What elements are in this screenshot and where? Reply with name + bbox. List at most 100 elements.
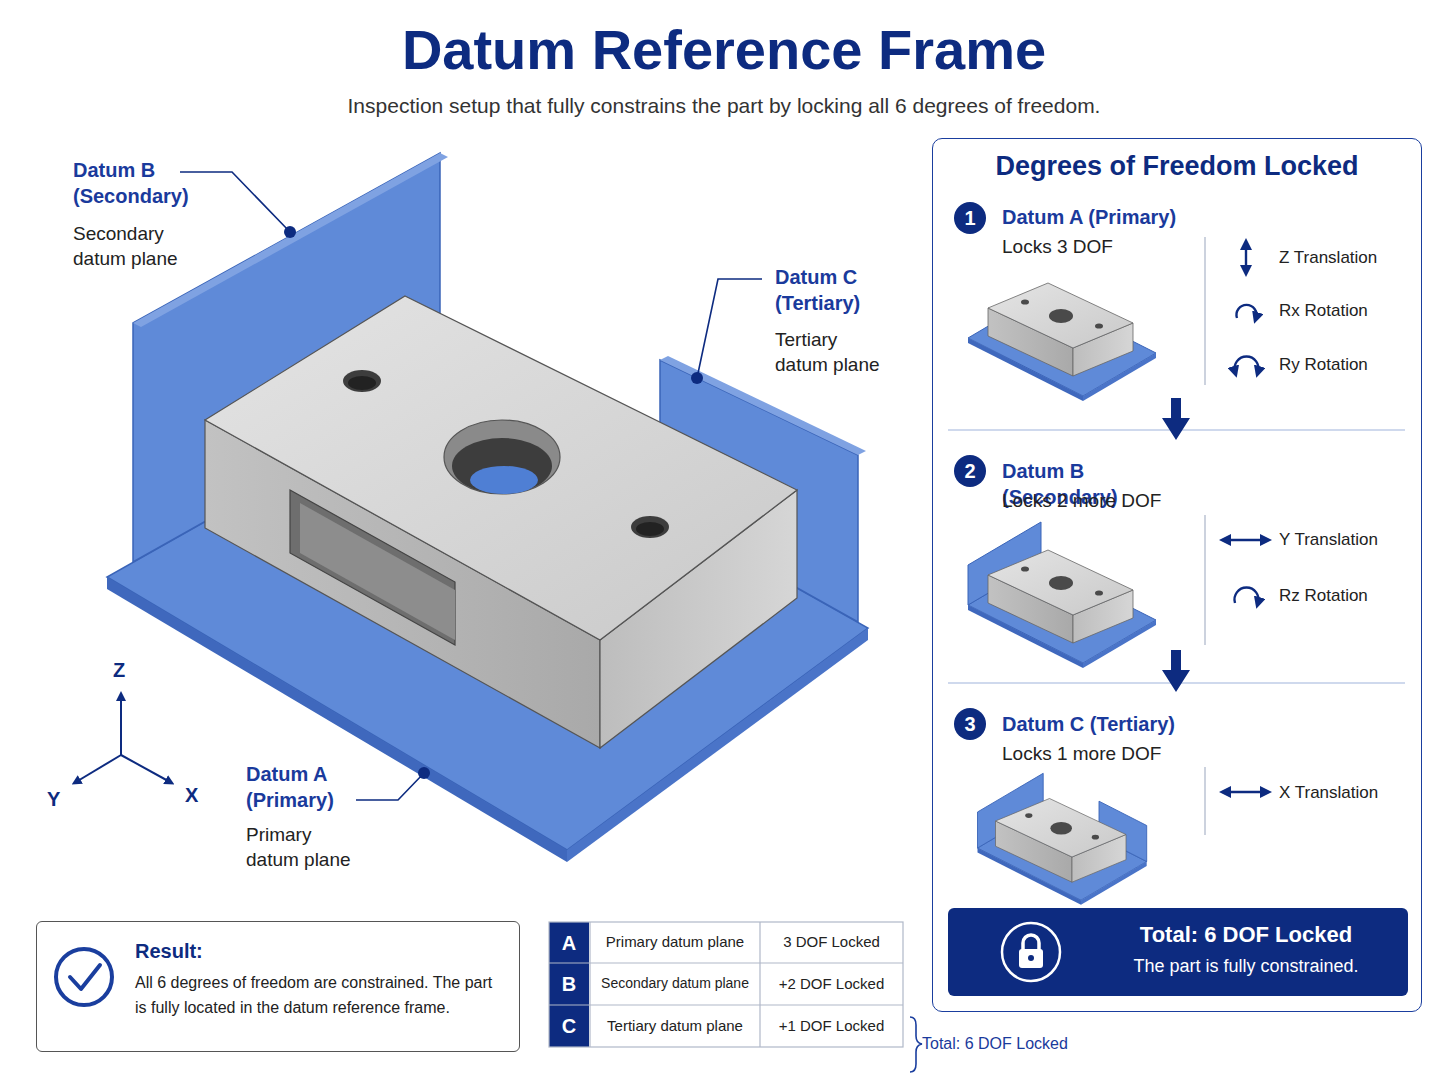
table-letter: C: [549, 1005, 589, 1047]
table-grid-part: [910, 1017, 922, 1072]
dof-label: X Translation: [1279, 782, 1414, 804]
step-number-text: 2: [964, 461, 975, 481]
lock-body: [1019, 949, 1043, 968]
axis-label: X: [185, 782, 205, 808]
part-block-part: [452, 438, 552, 494]
lock-shackle: [1023, 935, 1039, 950]
box-body: All 6 degrees of freedom are constrained…: [135, 971, 501, 1021]
step-arrows-part: [1162, 650, 1190, 692]
caption: Inspection setup that fully constrains t…: [0, 92, 1448, 119]
datum-label: Datum A (Primary): [246, 761, 361, 813]
table-grid-part: [549, 922, 903, 1047]
part-block-part: [348, 376, 376, 390]
table-grid-part: [549, 962, 903, 963]
box-body: The part is fully constrained.: [1098, 956, 1394, 977]
box-heading: Degrees of Freedom Locked: [933, 151, 1421, 182]
check-icon-part: [56, 949, 112, 1005]
lock-icon: [999, 920, 1063, 984]
dof-icons-part: [1225, 539, 1266, 541]
check-icon-part: [70, 965, 100, 989]
mini-illustrations-part-part: [988, 550, 1133, 643]
mini-illustrations-part-part: [996, 799, 1127, 883]
dof-label: Y Translation: [1279, 529, 1414, 551]
leader-lines: [180, 172, 762, 800]
step-arrows: [1162, 398, 1190, 692]
table-cell: +2 DOF Locked: [760, 963, 903, 1005]
part-block-part: [343, 370, 381, 392]
step-arrows-part: [1162, 398, 1190, 440]
datum-description: Secondary datum plane: [73, 222, 188, 271]
table-grid-part: [549, 1004, 903, 1005]
panel-separators-part: [1204, 515, 1205, 645]
part-block: [205, 296, 797, 748]
mini-illustrations-part: [978, 773, 1147, 904]
axis-triad: [76, 696, 170, 782]
title: Datum Reference Frame: [0, 14, 1448, 87]
leader-dots-part: [284, 226, 296, 238]
table-cell: 3 DOF Locked: [760, 922, 903, 963]
table-grid-part: [759, 922, 760, 1047]
step-number: 2: [954, 455, 986, 487]
result-box: Result: All 6 degrees of freedom are cons…: [36, 921, 520, 1052]
step-number: 1: [954, 202, 986, 234]
part-block-part: [300, 503, 455, 640]
leader-lines-part: [180, 172, 290, 232]
datum-label: Datum C (Tertiary): [775, 264, 890, 316]
mini-illustrations-part-part: [988, 283, 1133, 376]
panel-separators-part: [1204, 767, 1205, 835]
leader-dots: [284, 226, 703, 779]
step-description: Locks 1 more DOF: [1002, 742, 1197, 767]
part-block-part: [444, 420, 560, 494]
lock-ring: [1002, 923, 1060, 981]
part-block-part: [631, 516, 669, 538]
leader-lines-part: [356, 773, 424, 800]
total-box: Total: 6 DOF LockedThe part is fully con…: [948, 908, 1408, 996]
box-heading: Result:: [135, 940, 501, 963]
part-block-part: [470, 466, 538, 494]
dof-panel: 1 2 3Total: 6 DOF LockedThe part is fully …: [932, 138, 1422, 1012]
datum-description: Primary datum plane: [246, 823, 361, 872]
table-letter: B: [549, 963, 589, 1005]
leader-dots-part: [418, 767, 430, 779]
check-icon: [56, 949, 112, 1005]
dof-label: Rz Rotation: [1279, 585, 1414, 607]
step-number-text: 3: [964, 714, 975, 734]
leader-lines-part: [697, 279, 762, 378]
table-grid-part: [549, 922, 589, 1047]
dof-icons-part: [1237, 305, 1257, 318]
part-block-part: [205, 296, 797, 640]
dof-icons-part: [1235, 588, 1259, 603]
table-cell: Tertiary datum plane: [590, 1005, 760, 1047]
axis-triad-part: [76, 755, 121, 782]
dof-icons-part: [1225, 791, 1266, 793]
table-letter: A: [549, 922, 589, 963]
table-grid: [549, 922, 922, 1072]
step-number: 3: [954, 708, 986, 740]
dof-label: Z Translation: [1279, 247, 1414, 269]
table-cell: Secondary datum plane: [590, 963, 760, 1005]
datum-label: Datum B (Secondary): [73, 157, 198, 209]
step-description: Locks 2 more DOF: [1002, 489, 1202, 514]
mini-illustrations: [968, 283, 1156, 905]
step-heading: Datum C (Tertiary): [1002, 711, 1197, 737]
leader-dots-part: [691, 372, 703, 384]
step-heading: Datum A (Primary): [1002, 204, 1197, 230]
dof-icons: [1225, 244, 1266, 792]
panel-separators-part: [1204, 237, 1205, 385]
box-heading: Total: 6 DOF Locked: [1098, 922, 1394, 948]
axis-triad-part: [120, 696, 122, 755]
table-grid-part: [589, 922, 590, 1047]
mini-illustrations-part: [968, 522, 1156, 668]
part-block-part: [290, 490, 455, 645]
dof-icons-part: [1235, 357, 1259, 372]
lock-keyhole: [1028, 955, 1034, 961]
total-note: Total: 6 DOF Locked: [922, 1034, 1112, 1055]
table-cell: +1 DOF Locked: [760, 1005, 903, 1047]
axis-triad-part: [121, 755, 170, 782]
table-cell: Primary datum plane: [590, 922, 760, 963]
part-block-part: [636, 522, 664, 536]
axis-label: Z: [113, 657, 133, 683]
step-number-text: 1: [964, 208, 975, 228]
dof-icons-part: [1245, 244, 1247, 271]
dof-label: Rx Rotation: [1279, 300, 1414, 322]
